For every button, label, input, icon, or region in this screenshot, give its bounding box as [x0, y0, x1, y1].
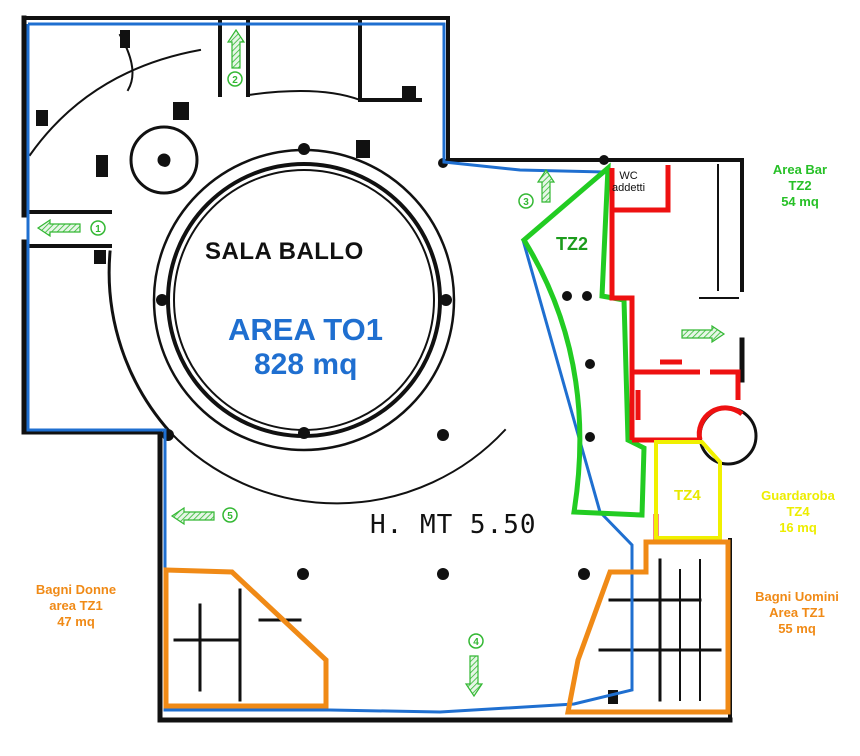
- exit-numbers: 1 2 3 4 5: [95, 75, 529, 648]
- exit-arrow-icon: [36, 28, 726, 698]
- bagni-uomini-code: Area TZ1: [769, 605, 825, 620]
- area-bar-size: 54 mq: [781, 194, 819, 209]
- tz4-outline: [654, 440, 722, 540]
- bagni-donne-title: Bagni Donne: [35, 582, 117, 597]
- ceiling-height-label: H. MT 5.50: [370, 510, 537, 540]
- exit-5-number: 5: [227, 511, 233, 522]
- bagni-donne-size: 47 mq: [57, 614, 95, 629]
- bagni-uomini-title: Bagni Uomini: [755, 589, 839, 604]
- tz1-donne-outline: [163, 567, 329, 709]
- area-bar-code: TZ2: [788, 178, 812, 193]
- wc-label: WC: [619, 170, 638, 182]
- hall-ring: [152, 148, 456, 452]
- bagni-uomini-size: 55 mq: [778, 621, 816, 636]
- column-dot-icon: [95, 143, 609, 580]
- area-to1-outline: [26, 22, 634, 714]
- sala-ballo-label: SALA BALLO: [205, 238, 364, 265]
- bagni-donne-legend: Bagni Donne area TZ1 47 mq: [12, 582, 140, 630]
- guardaroba-title: Guardaroba: [761, 488, 835, 503]
- exit-1-number: 1: [95, 224, 101, 235]
- bagni-donne-code: area TZ1: [49, 598, 103, 613]
- exit-number-circles: [90, 71, 534, 649]
- area-bar-legend: Area Bar TZ2 54 mq: [752, 162, 848, 210]
- walls: [21, 15, 758, 723]
- tz4-inline-label: TZ4: [674, 487, 701, 504]
- bagni-uomini-legend: Bagni Uomini Area TZ1 55 mq: [737, 589, 857, 637]
- tz2-outline: [520, 162, 647, 518]
- exit-4-number: 4: [473, 637, 479, 648]
- area-bar-title: Area Bar: [772, 162, 828, 177]
- exit-3-number: 3: [523, 197, 529, 208]
- area-to1-size: 828 mq: [254, 348, 358, 381]
- tz2-inline-label: TZ2: [556, 234, 589, 254]
- addetti-label: addetti: [612, 182, 646, 194]
- wc-addetti-label: WC addetti: [612, 170, 645, 194]
- stair-marks: [36, 30, 618, 704]
- guardaroba-size: 16 mq: [779, 520, 817, 535]
- tz1-uomini-outline: [564, 539, 731, 715]
- exit-2-number: 2: [232, 75, 238, 86]
- tz3-outline: [609, 165, 744, 540]
- guardaroba-legend: Guardaroba TZ4 16 mq: [740, 488, 856, 536]
- guardaroba-code: TZ4: [786, 504, 810, 519]
- area-to1-title: AREA TO1: [228, 312, 384, 347]
